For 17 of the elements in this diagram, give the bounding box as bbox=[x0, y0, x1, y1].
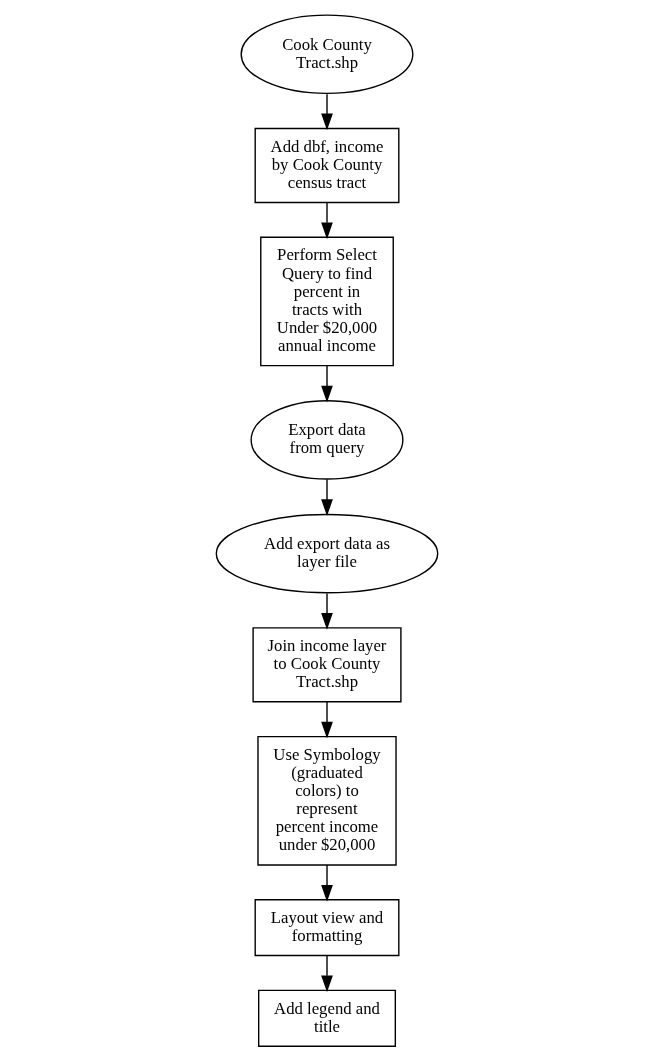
node-ellipse: Add export data as layer file bbox=[215, 513, 438, 594]
node-box: Layout view and formatting bbox=[254, 899, 399, 957]
arrow bbox=[320, 955, 333, 993]
arrow bbox=[320, 592, 333, 630]
node-box: Join income layer to Cook County Tract.shp bbox=[251, 627, 402, 703]
node-box: Add legend and title bbox=[257, 989, 396, 1047]
arrow bbox=[320, 478, 333, 517]
arrow bbox=[320, 365, 333, 403]
arrow bbox=[320, 701, 333, 739]
node-ellipse: Export data from query bbox=[249, 400, 404, 480]
node-ellipse: Cook County Tract.shp bbox=[240, 14, 413, 95]
node-box: Add dbf, income by Cook County census tract bbox=[254, 127, 399, 204]
arrow bbox=[320, 93, 333, 131]
arrow bbox=[320, 864, 333, 902]
node-box: Perform Select Query to find percent in tracts with Under $20,000 annual income bbox=[259, 236, 394, 367]
arrow bbox=[320, 201, 333, 240]
node-box: Use Symbology (graduated colors) to represent percent income under $20,000 bbox=[256, 735, 397, 866]
